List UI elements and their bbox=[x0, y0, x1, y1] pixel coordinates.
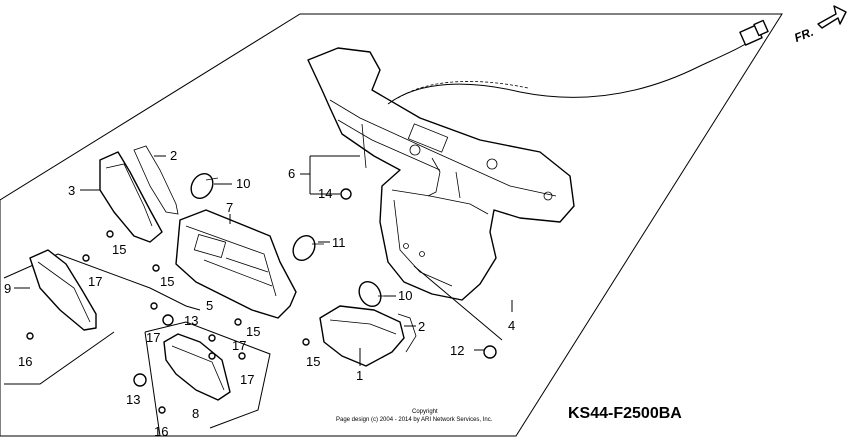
callout-5: 5 bbox=[206, 298, 213, 313]
callout-17-c: 17 bbox=[232, 338, 246, 353]
copyright-line-1: Copyright bbox=[412, 409, 438, 415]
callout-9: 9 bbox=[4, 281, 11, 296]
left-turn-lens-housing bbox=[99, 151, 163, 243]
bulb-11 bbox=[292, 234, 324, 262]
bulb-10-upper bbox=[190, 172, 219, 200]
callout-3: 3 bbox=[68, 183, 75, 198]
diagram-part-code: KS44-F2500BA bbox=[568, 405, 682, 422]
front-direction-arrow bbox=[817, 5, 847, 29]
callout-7: 7 bbox=[226, 200, 233, 215]
front-direction-label: FR. bbox=[792, 25, 815, 45]
wire-harness bbox=[387, 19, 769, 105]
callout-11: 11 bbox=[332, 235, 346, 250]
callout-16-b: 16 bbox=[154, 424, 168, 439]
callout-14: 14 bbox=[318, 186, 332, 201]
callout-8: 8 bbox=[192, 406, 199, 421]
callout-10-lower: 10 bbox=[398, 288, 412, 303]
callout-10-upper: 10 bbox=[236, 176, 250, 191]
callout-17-a: 17 bbox=[88, 274, 102, 289]
assembly-frame bbox=[0, 13, 783, 437]
callout-6: 6 bbox=[288, 166, 295, 181]
callout-15-a: 15 bbox=[112, 242, 126, 257]
rear-fender-bracket bbox=[307, 47, 575, 301]
leader-lines bbox=[14, 155, 513, 366]
callout-2-lower: 2 bbox=[418, 319, 425, 334]
callout-15-b: 15 bbox=[160, 274, 174, 289]
callout-15-d: 15 bbox=[306, 354, 320, 369]
callout-1: 1 bbox=[356, 368, 363, 383]
side-reflector-left bbox=[29, 249, 97, 331]
callout-13-lower: 13 bbox=[126, 392, 140, 407]
fasteners bbox=[26, 188, 497, 414]
bulb-10-lower bbox=[358, 280, 392, 308]
copyright-line-2: Page design (c) 2004 - 2014 by ARI Netwo… bbox=[336, 417, 493, 423]
lower-subframe bbox=[144, 331, 161, 437]
callout-17-d: 17 bbox=[240, 372, 254, 387]
right-turn-lens bbox=[319, 305, 417, 367]
callout-16-a: 16 bbox=[18, 354, 32, 369]
callout-12: 12 bbox=[450, 343, 464, 358]
callout-4: 4 bbox=[508, 318, 515, 333]
lower-reflector bbox=[163, 333, 231, 401]
callout-2-upper: 2 bbox=[170, 148, 177, 163]
callout-labels: 1 2 2 3 4 5 6 7 8 9 10 10 11 12 13 13 14… bbox=[4, 148, 515, 439]
callout-17-b: 17 bbox=[146, 330, 160, 345]
lens-gasket-upper bbox=[133, 145, 179, 215]
callout-13-upper: 13 bbox=[184, 313, 198, 328]
tail-light-unit bbox=[175, 209, 297, 319]
callout-15-c: 15 bbox=[246, 324, 260, 339]
